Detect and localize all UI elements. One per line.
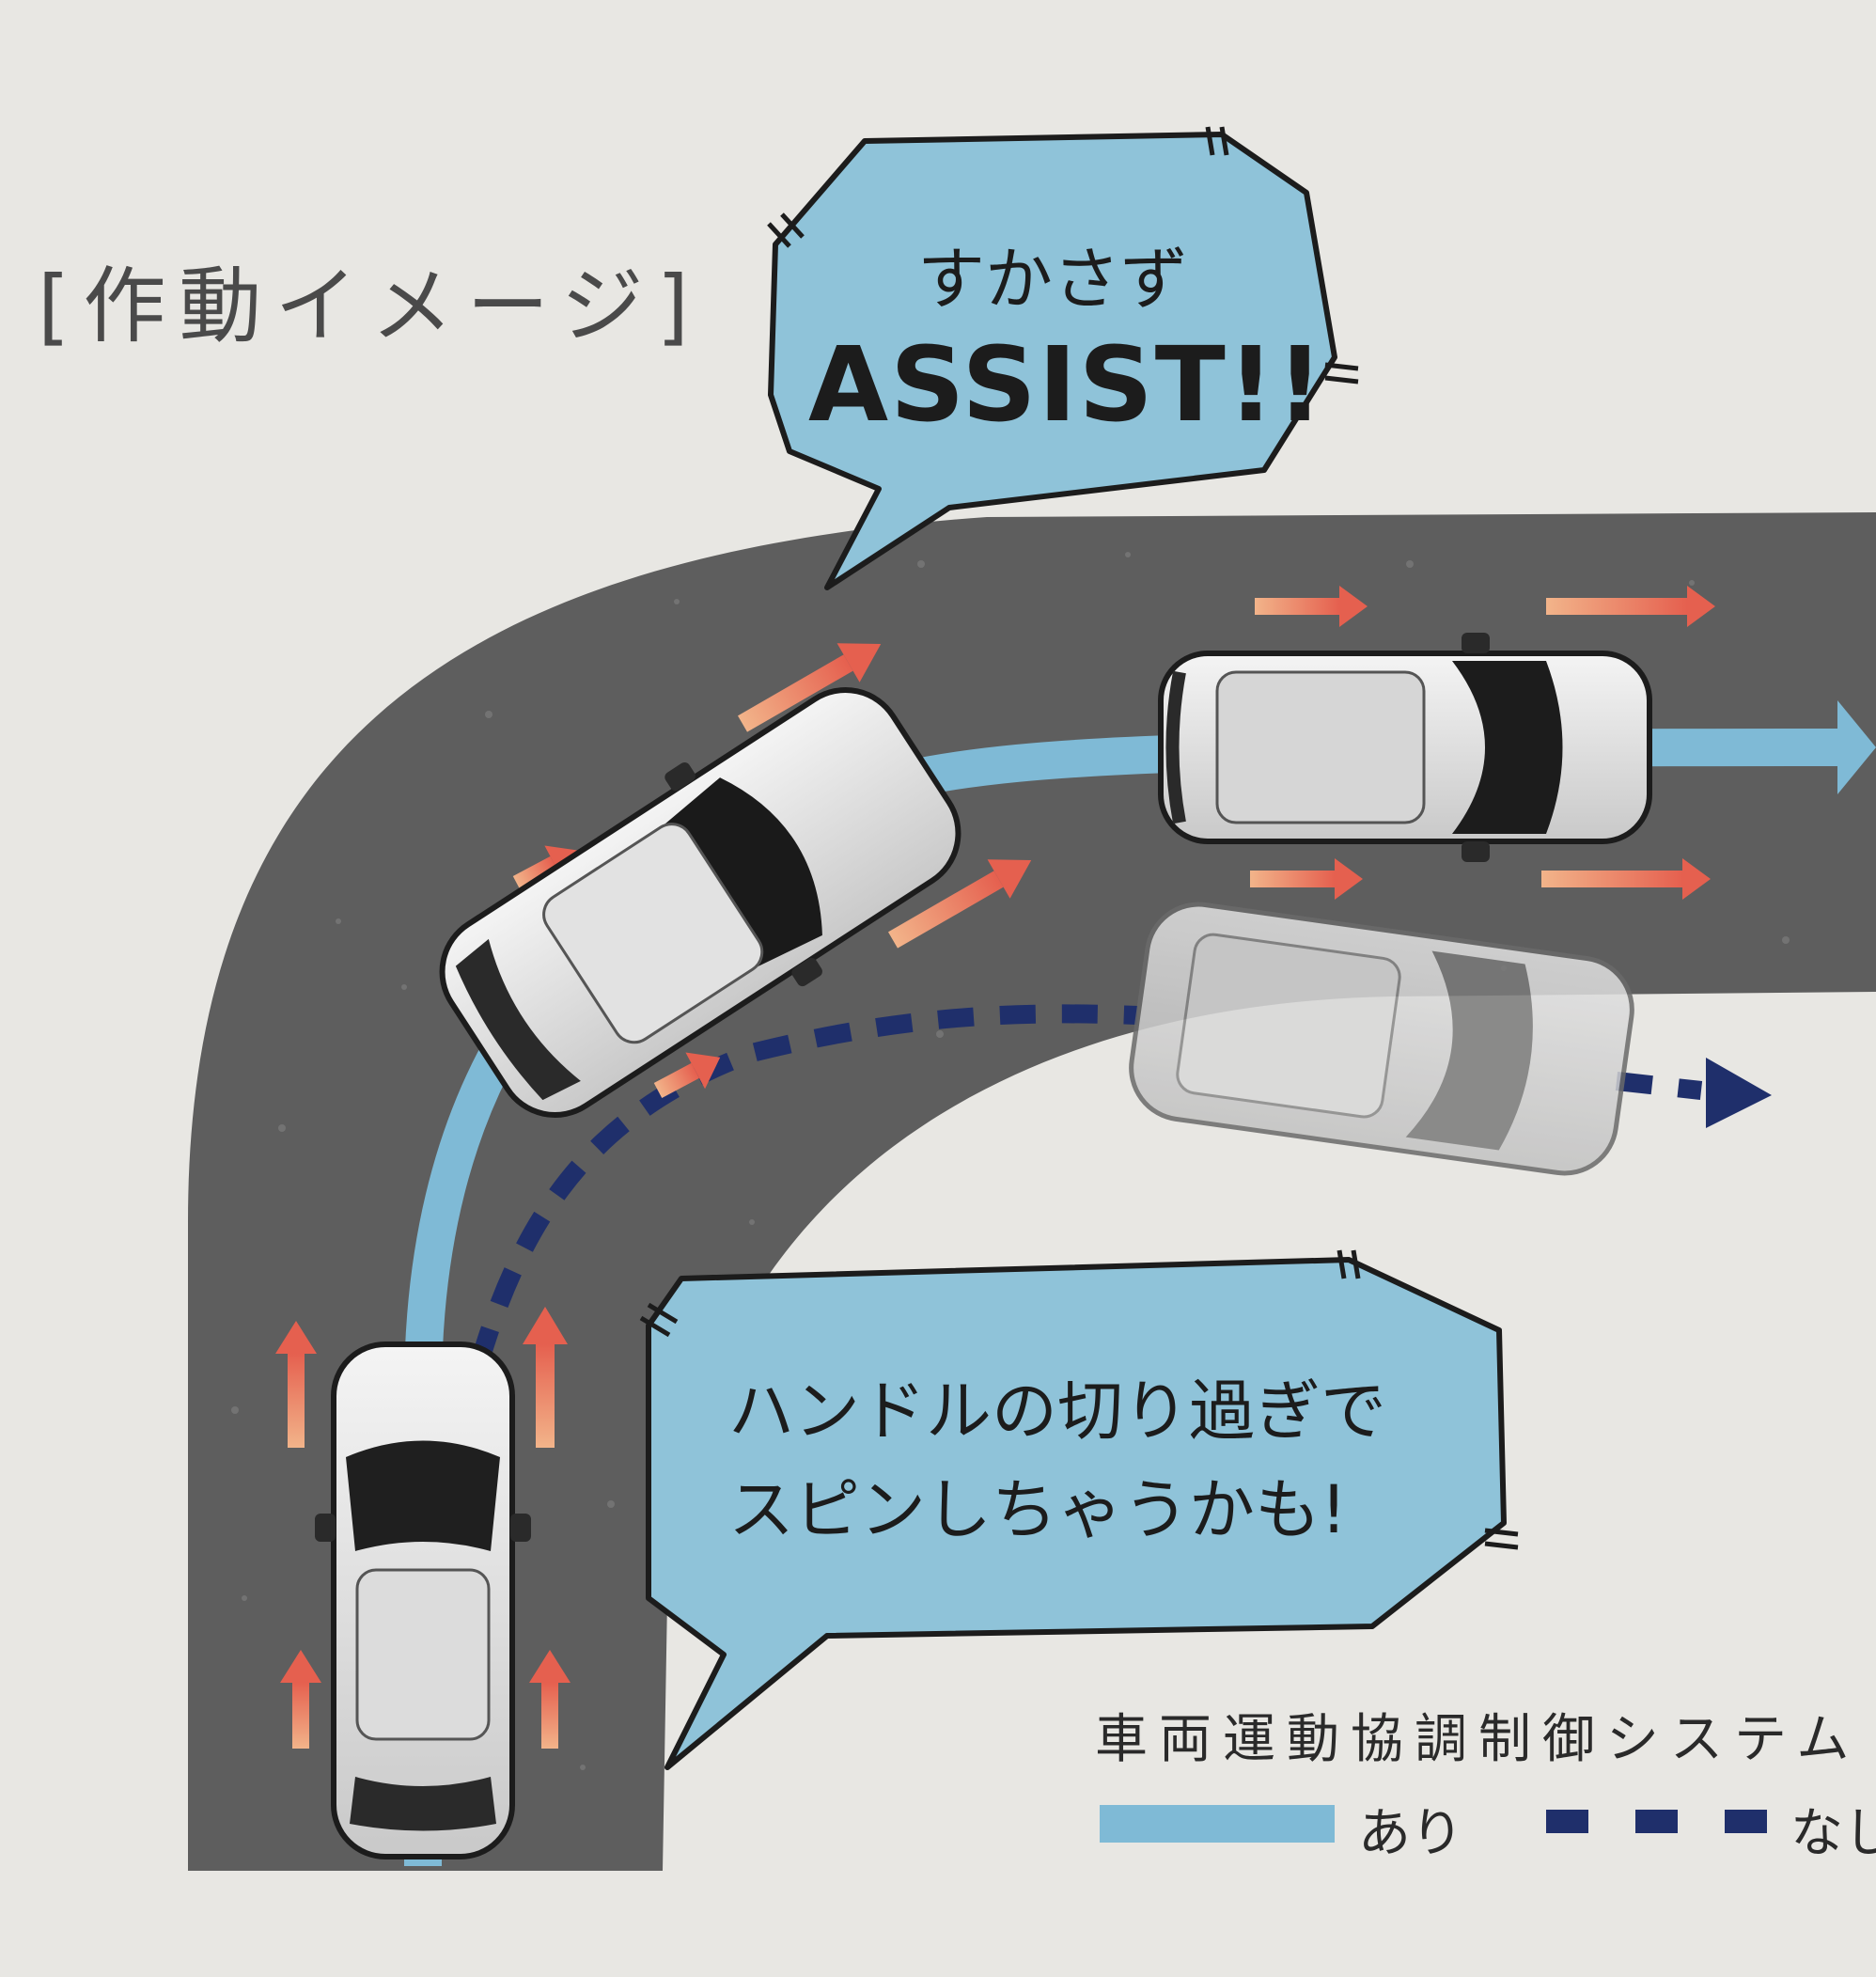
- force-arrow: [275, 1321, 317, 1448]
- force-arrows: [275, 586, 1715, 1749]
- spin-bubble-line2: スピンしちゃうかも!: [728, 1471, 1348, 1548]
- legend-with-label: あり: [1358, 1803, 1463, 1864]
- path-without-system: [470, 1004, 1138, 1366]
- force-arrow: [280, 1650, 321, 1749]
- assist-bubble-line1: すかさず: [916, 240, 1188, 319]
- legend-without-label: なし: [1790, 1803, 1876, 1864]
- path-without-system-tail: [1615, 1072, 1703, 1100]
- force-arrow: [888, 859, 1032, 949]
- car-spinning-out: [1129, 902, 1634, 1176]
- force-arrow: [523, 1307, 568, 1448]
- assist-bubble-ticks: [767, 126, 1359, 384]
- force-arrow: [653, 1052, 721, 1098]
- force-arrow: [529, 1650, 571, 1749]
- legend-with-swatch: [1100, 1805, 1335, 1843]
- page-title: [作動イメージ]: [38, 258, 702, 354]
- car-entering-curve: [315, 1342, 531, 1859]
- force-arrow: [1546, 586, 1715, 627]
- assist-bubble-line2: ASSIST!!: [808, 324, 1326, 445]
- path-with-system-arrowhead: [1837, 700, 1876, 794]
- path-without-system-arrowhead: [1706, 1058, 1772, 1128]
- car-corrected: [1158, 633, 1652, 862]
- force-arrow: [1255, 586, 1368, 627]
- force-arrow: [738, 643, 882, 732]
- assist-speech-bubble: [768, 132, 1337, 590]
- car-mid-curve: [439, 687, 961, 1118]
- legend-without-swatch: [1546, 1810, 1767, 1833]
- spin-bubble-ticks: [639, 1249, 1519, 1550]
- spin-speech-bubble: [646, 1257, 1507, 1770]
- spin-bubble-line1: ハンドルの切り過ぎで: [728, 1373, 1386, 1450]
- force-arrow: [1250, 858, 1363, 900]
- legend-title: 車両運動協調制御システム: [1095, 1709, 1861, 1770]
- force-arrow: [1541, 858, 1711, 900]
